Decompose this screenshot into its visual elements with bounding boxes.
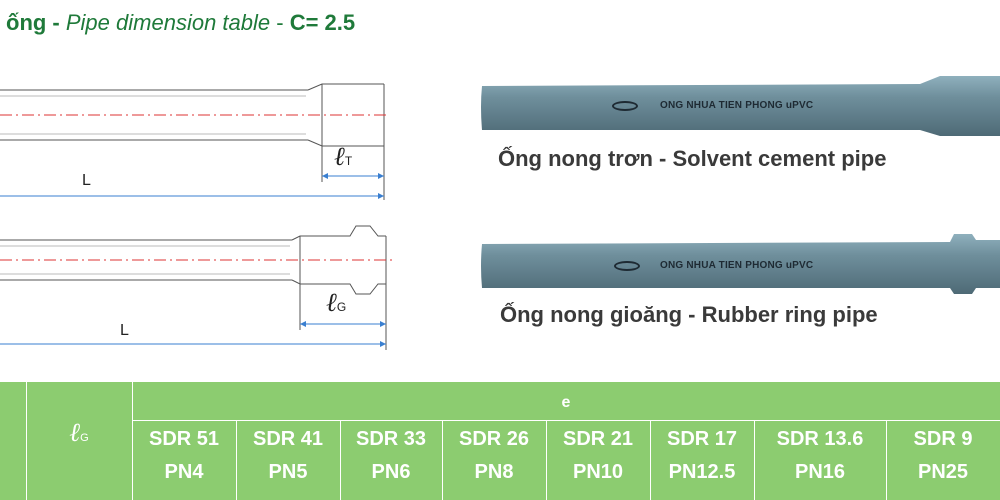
sdr-label: SDR 9 (913, 428, 973, 450)
rubber-pipe-image (481, 234, 1000, 294)
socket-length-symbol: ℓ (326, 288, 337, 317)
title-part-2: Pipe dimension table (65, 10, 271, 35)
socket-length-subscript: G (336, 300, 347, 314)
pn-label: PN8 (474, 461, 514, 483)
pn-label: PN4 (164, 461, 204, 483)
table-divider (442, 420, 443, 500)
wall-thickness-group-header: e (561, 394, 571, 411)
col-sdr21: SDR 21 PN10 (546, 428, 650, 484)
pn-label: PN5 (268, 461, 308, 483)
table-divider (886, 420, 887, 500)
col-sdr51: SDR 51 PN4 (132, 428, 236, 484)
socket-length-subscript: T (344, 154, 353, 168)
sdr-label: SDR 13.6 (776, 428, 864, 450)
solvent-socket-length-label: ℓT (334, 142, 352, 172)
col-socket-length-header: ℓG (26, 418, 132, 448)
col-sdr26: SDR 26 PN8 (442, 428, 546, 484)
solvent-pipe-image (481, 76, 1000, 136)
col-sdr17: SDR 17 PN12.5 (650, 428, 754, 484)
table-divider (754, 420, 755, 500)
col-sdr41: SDR 41 PN5 (236, 428, 340, 484)
table-divider (650, 420, 651, 500)
table-divider (132, 382, 133, 500)
technical-drawings (0, 83, 392, 350)
sdr-label: SDR 41 (252, 428, 324, 450)
rubber-length-label: L (120, 322, 129, 339)
pn-label: PN16 (794, 461, 846, 483)
rubber-pipe-caption: Ống nong gioăng - Rubber ring pipe (500, 302, 878, 327)
title-part-3: - (270, 10, 290, 35)
sdr-label: SDR 33 (355, 428, 427, 450)
table-divider (26, 382, 27, 500)
sdr-label: SDR 26 (458, 428, 530, 450)
pn-label: PN6 (371, 461, 411, 483)
socket-length-symbol: ℓ (69, 418, 81, 447)
solvent-pipe-caption: Ống nong trơn - Solvent cement pipe (498, 146, 887, 171)
socket-length-subscript: G (80, 432, 89, 444)
title-part-1: ống - (6, 10, 66, 35)
pn-label: PN12.5 (668, 461, 736, 483)
pn-label: PN25 (917, 461, 969, 483)
col-sdr9: SDR 9 PN25 (886, 428, 1000, 484)
tien-phong-logo (612, 101, 638, 111)
title-part-4: C= 2.5 (289, 10, 356, 35)
page-title: ống - Pipe dimension table - C= 2.5 (6, 10, 355, 36)
table-divider (236, 420, 237, 500)
sdr-label: SDR 21 (562, 428, 634, 450)
rubber-socket-length-label: ℓG (326, 288, 346, 318)
table-divider (546, 420, 547, 500)
col-sdr13-6: SDR 13.6 PN16 (754, 428, 886, 484)
sdr-label: SDR 51 (148, 428, 220, 450)
solvent-pipe-drawing (0, 83, 390, 200)
sdr-label: SDR 17 (666, 428, 738, 450)
table-divider (340, 420, 341, 500)
socket-length-symbol: ℓ (334, 142, 345, 171)
pipe-brand-text: ONG NHUA TIEN PHONG uPVC (660, 100, 814, 111)
dimension-table-header: ℓG e SDR 51 PN4 SDR 41 PN5 SDR 33 PN6 SD… (0, 382, 1000, 500)
pn-label: PN10 (572, 461, 624, 483)
tien-phong-logo (614, 261, 640, 271)
col-sdr33: SDR 33 PN6 (340, 428, 442, 484)
solvent-length-label: L (82, 172, 91, 189)
rubber-pipe-drawing (0, 225, 392, 350)
pipe-brand-text: ONG NHUA TIEN PHONG uPVC (660, 260, 814, 271)
table-divider (132, 420, 1000, 421)
